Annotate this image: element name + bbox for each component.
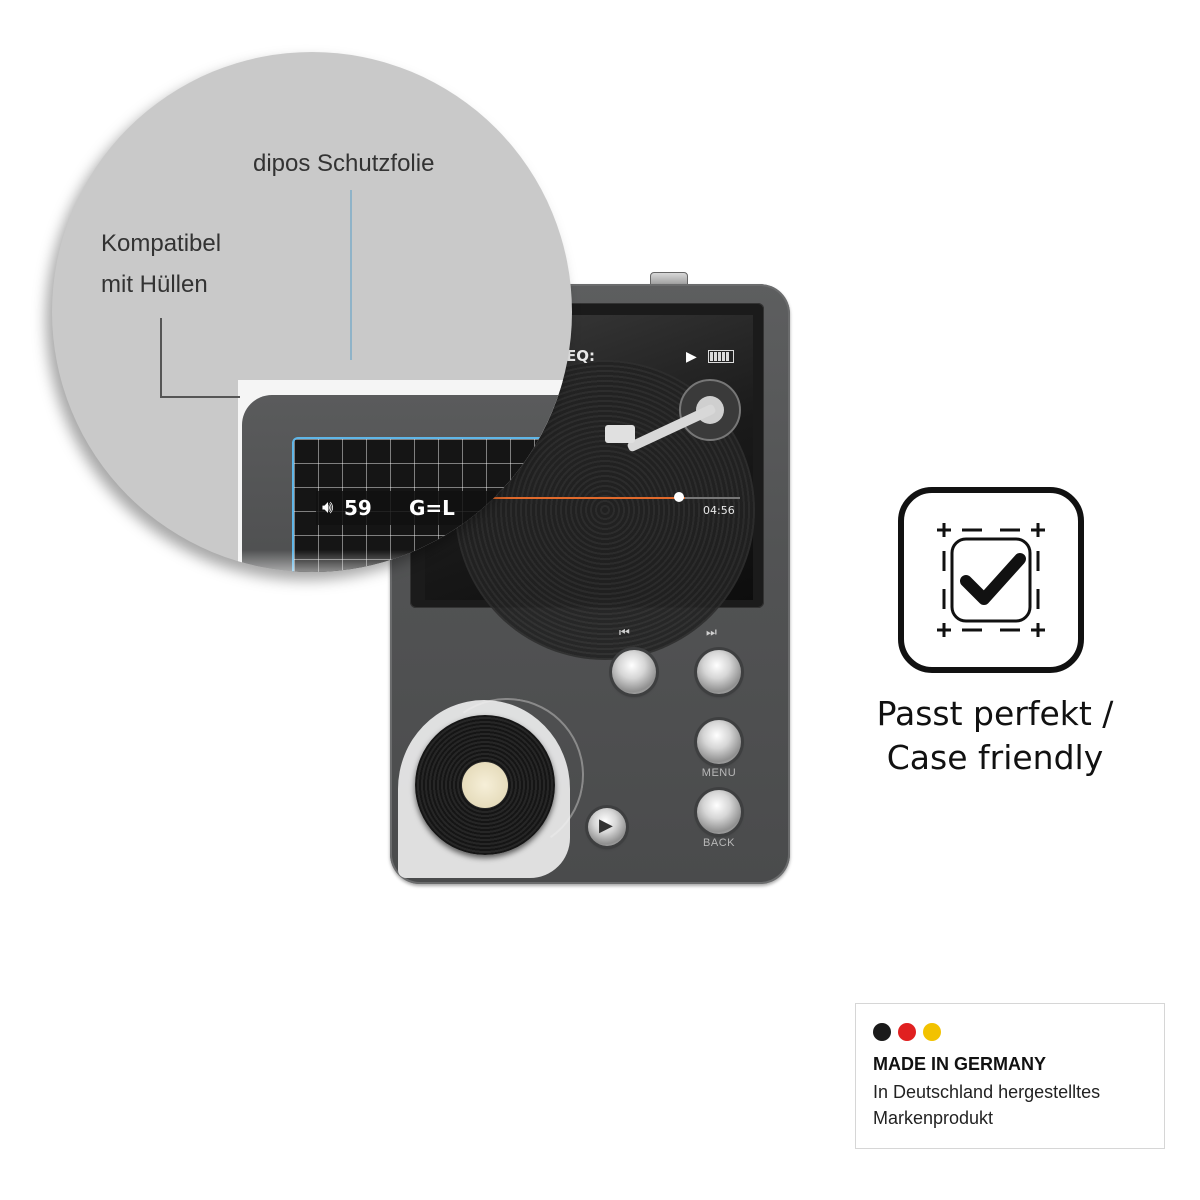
check-frame-icon (937, 523, 1045, 637)
next-icon: ⏭ (706, 625, 717, 639)
caption-line1: Passt perfekt / (876, 694, 1114, 733)
compatible-leader-line-horizontal (160, 396, 240, 398)
previous-button[interactable] (612, 650, 656, 694)
menu-button[interactable] (697, 720, 741, 764)
play-status-icon: ▶ (686, 348, 697, 364)
made-in-germany-line2: Markenprodukt (873, 1108, 994, 1128)
back-button[interactable] (697, 790, 741, 834)
zoom-status-bar (316, 491, 496, 525)
tonearm-artwork (605, 379, 741, 452)
zoom-fade (238, 550, 572, 572)
flag-dot-black (873, 1023, 891, 1041)
flag-dot-red (898, 1023, 916, 1041)
volume-icon: 🔊︎ (322, 497, 334, 517)
compatible-label-line1: Kompatibel (101, 230, 222, 257)
eq-label: EQ: (566, 347, 595, 365)
zoom-protective-film: 🔊︎ 59 G=L (292, 437, 572, 572)
protective-film-leader-line (350, 190, 352, 360)
back-label: BACK (703, 837, 735, 849)
case-friendly-badge (898, 487, 1084, 673)
menu-label: MENU (701, 767, 737, 779)
caption-line2: Case friendly (886, 738, 1104, 777)
zoom-callout-circle: 🔊︎ 59 G=L (52, 52, 572, 572)
protective-film-label: dipos Schutzfolie (253, 150, 435, 177)
play-pause-icon: ▶ (599, 815, 613, 835)
zoom-volume-value: 59 (344, 496, 372, 520)
battery-icon (708, 350, 734, 363)
previous-icon: ⏮ (619, 625, 630, 639)
made-in-germany-line1: In Deutschland hergestelltes (873, 1082, 1101, 1102)
case-friendly-caption: Passt perfekt / Case friendly (840, 692, 1150, 780)
progress-remaining (685, 497, 740, 499)
track-time: 04:56 (703, 504, 735, 517)
play-pause-button[interactable] (588, 808, 626, 846)
next-button[interactable] (697, 650, 741, 694)
compatible-leader-line-vertical (160, 318, 162, 398)
zoom-mode-value: G=L (409, 496, 455, 520)
compatible-label-line2: mit Hüllen (101, 271, 208, 298)
made-in-germany-box: MADE IN GERMANY In Deutschland hergestel… (855, 1003, 1165, 1149)
progress-knob (674, 492, 684, 502)
flag-dot-gold (923, 1023, 941, 1041)
jog-wheel-center (462, 762, 508, 808)
made-in-germany-title: MADE IN GERMANY (873, 1054, 1047, 1074)
